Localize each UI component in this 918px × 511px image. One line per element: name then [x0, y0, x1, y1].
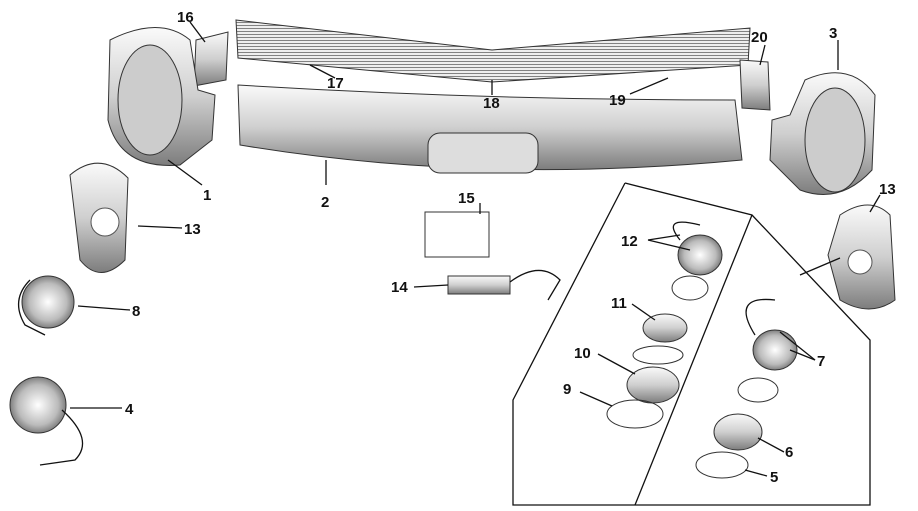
label-5: 5 — [770, 469, 778, 486]
spring-ring — [671, 275, 709, 301]
headlamp-bulb-12 — [677, 234, 723, 276]
label-13-right: 13 — [879, 181, 896, 198]
headlamp-bulb-7 — [752, 329, 798, 371]
filler-panel-right — [739, 59, 771, 111]
retaining-ring-11 — [642, 313, 688, 343]
label-12: 12 — [621, 233, 638, 250]
trim-ring-5 — [695, 451, 749, 479]
label-6: 6 — [785, 444, 793, 461]
filler-panel-left — [193, 31, 229, 87]
spring-ring-2 — [737, 377, 779, 403]
label-17: 17 — [327, 75, 344, 92]
mounting-ring-10 — [626, 366, 680, 404]
label-16: 16 — [177, 9, 194, 26]
label-1: 1 — [203, 187, 211, 204]
mounting-ring-6 — [713, 413, 763, 451]
label-10: 10 — [574, 345, 591, 362]
grille — [235, 19, 751, 83]
headlamp-unit-8 — [21, 275, 75, 329]
inset-outline — [512, 182, 871, 506]
label-19: 19 — [609, 92, 626, 109]
label-3: 3 — [829, 25, 837, 42]
label-8: 8 — [132, 303, 140, 320]
label-2: 2 — [321, 194, 329, 211]
trim-ring-9 — [606, 399, 664, 429]
label-13-left: 13 — [184, 221, 201, 238]
headlamp-unit-4 — [9, 376, 67, 434]
front-bumper — [237, 84, 743, 171]
label-20: 20 — [751, 29, 768, 46]
parking-lamp-frame — [424, 211, 490, 258]
label-4: 4 — [125, 401, 134, 418]
label-9: 9 — [563, 381, 571, 398]
label-18: 18 — [483, 95, 500, 112]
label-7: 7 — [817, 353, 825, 370]
label-11: 11 — [611, 295, 627, 312]
inset-divider — [634, 214, 753, 506]
label-14: 14 — [391, 279, 408, 296]
bumper-license-recess — [427, 132, 539, 174]
label-15: 15 — [458, 190, 475, 207]
parking-lamp — [447, 275, 511, 295]
leader-lines — [70, 21, 881, 477]
ring-seal — [632, 345, 684, 365]
